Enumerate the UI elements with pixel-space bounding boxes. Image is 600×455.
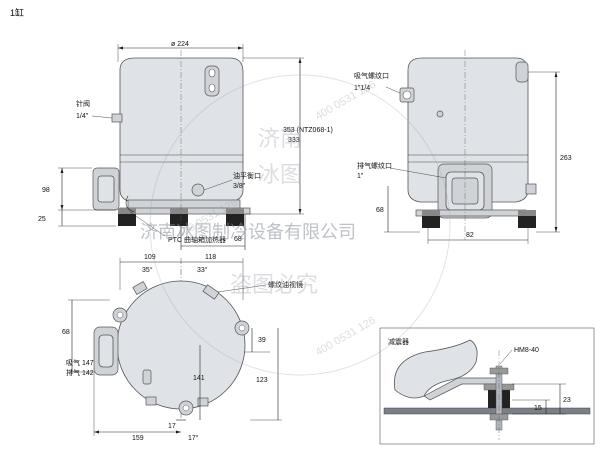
suction-size: 1"1/4 [354,85,370,92]
top-sight-glass [202,284,220,300]
top-dim-39: 39 [258,337,266,344]
top-dim-68: 68 [62,329,70,336]
top-shell [116,280,246,410]
top-dim-123: 123 [256,377,268,384]
oil-port-size: 3/8" [233,183,246,190]
watermark-phone-right: 400 0531 126 [314,79,378,123]
front-view: ø 224 针阀 1/4" 油平衡口 3/8" [38,41,333,250]
top-angle-17: 17° [188,434,199,442]
damper-dim-15: 15 [534,405,542,412]
side-dim-82: 82 [466,232,474,239]
side-foot-left [422,216,440,228]
oil-port-label: 油平衡口 [233,171,261,180]
discharge-size: 1" [357,173,364,180]
front-dim-25: 25 [38,216,46,223]
watermark-side-1: 济南 [258,126,302,151]
top-dim-109: 109 [144,254,156,261]
front-dim-353: 353 (NTZ068-1) [283,127,333,134]
top-angle-33: 33° [197,266,208,274]
front-lifting-lug [204,65,220,97]
side-dim-263: 263 [560,155,572,162]
watermark-phone-bottom: 400 0531 126 [314,315,378,359]
suction-label: 吸气螺纹口 [354,71,389,80]
top-dim-159: 159 [132,435,144,442]
front-foot-right [226,214,244,226]
discharge-label: 排气螺纹口 [357,161,392,170]
top-suction-label: 吸气 147 [66,358,94,367]
front-dim-333: 333 [288,137,300,144]
front-dim-98: 98 [42,187,50,194]
front-foot-mid [170,214,188,226]
top-angle-35: 35° [142,266,153,274]
top-dim-118: 118 [205,254,216,261]
side-dim-68: 68 [376,207,384,214]
needle-valve-size: 1/4" [76,113,89,120]
ptc-heater-label: PTC 曲轴箱加热器 [168,235,226,244]
side-view: 吸气螺纹口 1"1/4 排气螺纹口 1" 263 68 82 [354,50,572,244]
front-dim-68: 68 [234,236,242,243]
top-dim-141: 141 [193,375,205,382]
damper-title: 减震器 [388,337,409,346]
front-oil-port [191,183,205,197]
front-foot-left [118,214,136,226]
sight-glass-label: 螺纹油视镜 [268,280,303,289]
side-foot-right [518,216,536,228]
watermark-side-2: 冰图 [258,162,302,187]
front-needle-valve [111,113,123,123]
needle-valve-label: 针阀 [76,99,90,108]
top-dim-17: 17 [168,423,176,430]
damper-detail: 减震器 HM8-40 23 15 [379,327,595,445]
damper-bolt-label: HM8-40 [514,347,539,354]
watermark-text: 盗图必究 [230,272,318,297]
front-width-dim: ø 224 [171,41,189,48]
top-discharge-label: 排气 142 [66,368,94,377]
top-view: 109 118 35° 33° 螺纹油视镜 68 [62,254,303,442]
front-shell [119,57,244,203]
drawing-title: 1缸 [10,7,24,18]
damper-dim-23: 23 [563,397,571,404]
watermark-company: 济南冰图制冷设备有限公司 [140,222,356,242]
